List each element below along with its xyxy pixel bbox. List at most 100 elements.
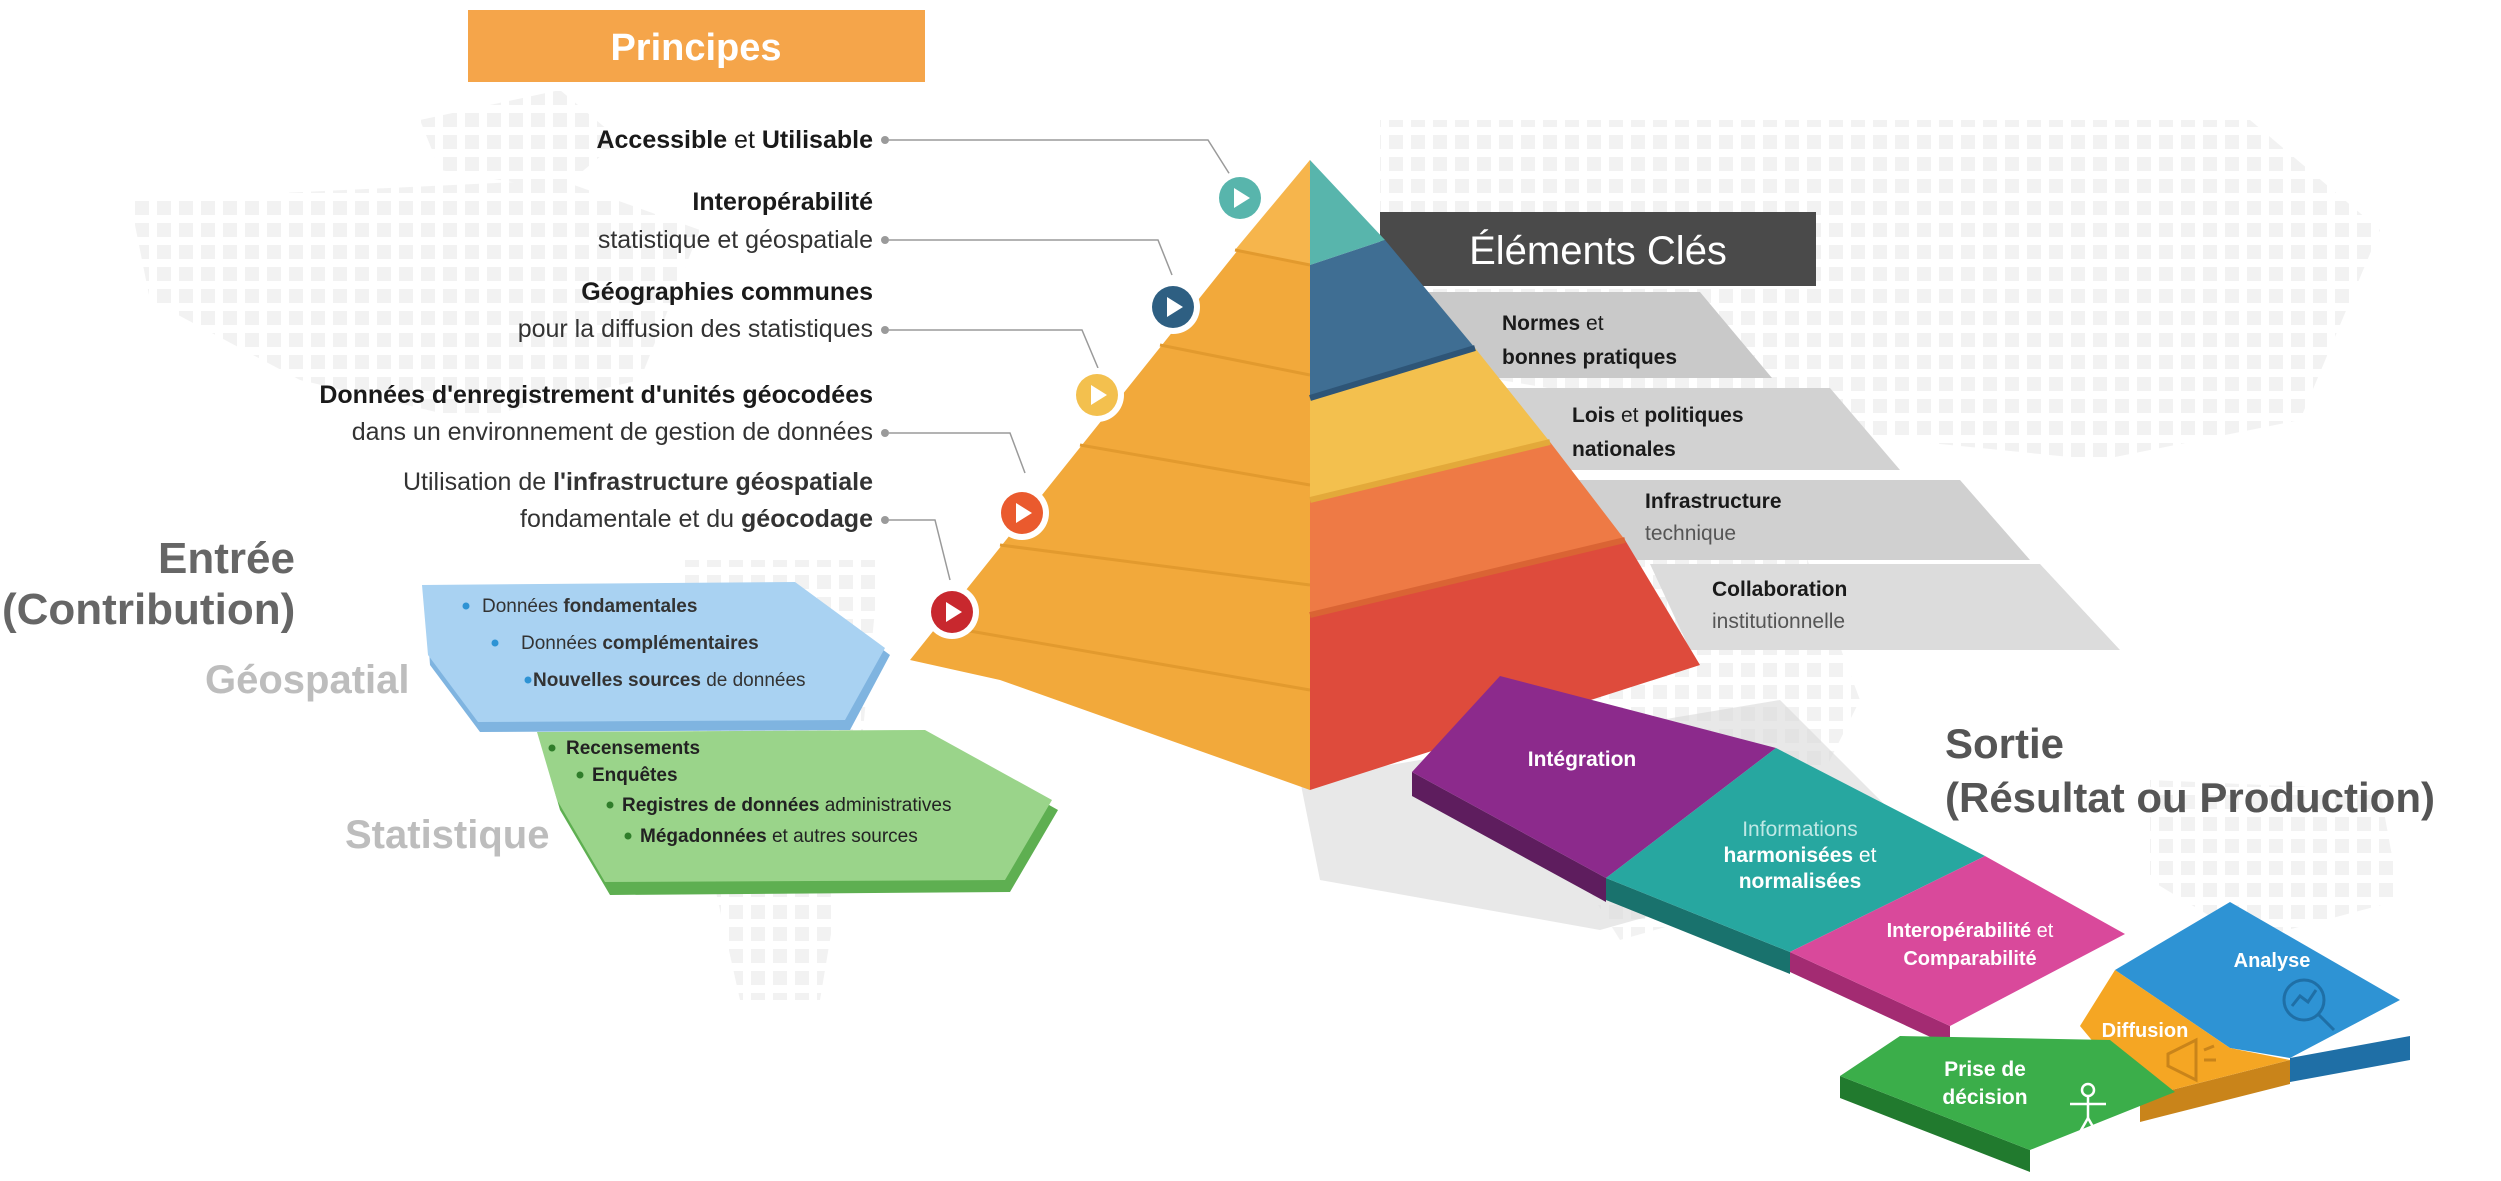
text-segment: Utilisation de bbox=[403, 468, 553, 496]
play-icon[interactable] bbox=[995, 486, 1049, 540]
key-element-2-line1: Lois et politiques bbox=[1572, 404, 1744, 427]
text-segment: de données bbox=[701, 670, 806, 691]
play-icon[interactable] bbox=[1213, 171, 1267, 225]
text-segment: et bbox=[1580, 312, 1604, 335]
text-segment: et bbox=[1853, 844, 1877, 867]
text-segment: pour la diffusion des statistiques bbox=[518, 315, 873, 343]
pyramid-left-edge bbox=[999, 543, 1311, 587]
key-element-4-line2: institutionnelle bbox=[1712, 610, 1845, 633]
output-title-line2: (Résultat ou Production) bbox=[1945, 774, 2435, 821]
text-segment: Informations bbox=[1742, 818, 1858, 841]
output-section: Sortie (Résultat ou Production) Intégrat… bbox=[1412, 676, 2435, 1172]
text-segment: et autres sources bbox=[767, 826, 918, 847]
magnifier-chart-icon bbox=[2282, 978, 2336, 1032]
step-analysis: Analyse bbox=[2115, 902, 2410, 1082]
text-segment: administratives bbox=[819, 795, 951, 816]
statistical-item-3: Registres de données administratives bbox=[622, 795, 951, 816]
pyramid-ledge bbox=[1309, 537, 1626, 618]
pyramid-left-edge bbox=[1159, 343, 1311, 377]
text-segment: et bbox=[2031, 920, 2054, 942]
text-segment: Comparabilité bbox=[1903, 948, 2036, 970]
geospatial-box: Données fondamentales Données complément… bbox=[422, 582, 890, 732]
geospatial-label: Géospatial bbox=[205, 658, 410, 702]
bullet-icon bbox=[576, 771, 584, 779]
text-segment: Données bbox=[482, 596, 563, 617]
interop-line1: Interopérabilité et bbox=[1887, 920, 2054, 942]
principle-2-line1: Interopérabilité bbox=[692, 188, 873, 216]
bullet-icon bbox=[548, 744, 556, 752]
text-segment: Normes bbox=[1502, 312, 1580, 335]
text-segment: harmonisées bbox=[1724, 844, 1854, 867]
text-segment: institutionnelle bbox=[1712, 610, 1845, 633]
text-segment: Recensements bbox=[566, 738, 700, 759]
text-segment: normalisées bbox=[1739, 870, 1862, 893]
bullet-icon bbox=[491, 639, 499, 647]
principle-4: Données d'enregistrement d'unités géocod… bbox=[319, 381, 1026, 474]
leader-dot bbox=[881, 326, 889, 334]
key-ribbon-3 bbox=[1530, 480, 2030, 560]
analysis-label: Analyse bbox=[2234, 950, 2311, 972]
pyramid-ledge bbox=[1309, 439, 1551, 503]
bullet-icon bbox=[624, 832, 632, 840]
text-segment: Mégadonnées bbox=[640, 826, 767, 847]
text-segment: Géographies communes bbox=[581, 278, 873, 306]
key-element-3-line2: technique bbox=[1645, 522, 1736, 545]
play-icon[interactable] bbox=[1146, 280, 1200, 334]
leader-line bbox=[889, 239, 1173, 276]
harmonized-line2: harmonisées et bbox=[1724, 844, 1877, 867]
key-element-3-line1: Infrastructure bbox=[1645, 490, 1782, 513]
text-segment: fondamentales bbox=[563, 596, 697, 617]
bullet-icon bbox=[462, 602, 470, 610]
principle-3-line2: pour la diffusion des statistiques bbox=[518, 315, 873, 343]
harmonized-line3: normalisées bbox=[1739, 870, 1862, 893]
text-segment: l'infrastructure géospatiale bbox=[553, 468, 873, 496]
leader-dot bbox=[881, 516, 889, 524]
pyramid-tier-red bbox=[1310, 540, 1700, 790]
diffusion-label: Diffusion bbox=[2102, 1020, 2189, 1042]
principles-header-text: Principes bbox=[610, 27, 781, 69]
pyramid-left-edge bbox=[1079, 443, 1311, 487]
statistical-box: Recensements Enquêtes Registres de donné… bbox=[537, 730, 1058, 895]
text-segment: technique bbox=[1645, 522, 1736, 545]
text-segment: Données bbox=[521, 633, 602, 654]
pyramid-tier-teal bbox=[1310, 160, 1385, 265]
text-segment: Nouvelles sources bbox=[533, 670, 701, 691]
text-segment: Infrastructure bbox=[1645, 490, 1782, 513]
play-icon[interactable] bbox=[1070, 368, 1124, 422]
text-segment: Données d'enregistrement d'unités géocod… bbox=[319, 381, 873, 409]
pyramid-tier-orange bbox=[1310, 442, 1625, 615]
decision-line2: décision bbox=[1942, 1086, 2027, 1109]
principle-5: Utilisation de l'infrastructure géospati… bbox=[403, 468, 951, 581]
text-segment: fondamentale et du bbox=[520, 505, 741, 533]
input-title-line2: (Contribution) bbox=[2, 585, 295, 634]
text-segment: Interopérabilité bbox=[692, 188, 873, 216]
text-segment: et bbox=[727, 126, 762, 154]
play-icon[interactable] bbox=[925, 585, 979, 639]
integration-label: Intégration bbox=[1528, 748, 1637, 771]
text-segment: nationales bbox=[1572, 438, 1676, 461]
text-segment: politiques bbox=[1644, 404, 1743, 427]
decision-line1: Prise de bbox=[1944, 1058, 2026, 1081]
text-segment: complémentaires bbox=[602, 633, 758, 654]
key-elements-header bbox=[1380, 212, 1816, 286]
geospatial-item-2: Données complémentaires bbox=[521, 633, 759, 654]
leader-line bbox=[889, 432, 1026, 474]
bullet-icon bbox=[524, 676, 532, 684]
leader-dot bbox=[881, 429, 889, 437]
pyramid-left-edge bbox=[934, 623, 1311, 692]
interop-line2: Comparabilité bbox=[1903, 948, 2036, 970]
key-ribbon-4 bbox=[1650, 564, 2120, 650]
text-segment: et bbox=[1615, 404, 1644, 427]
principle-4-line1: Données d'enregistrement d'unités géocod… bbox=[319, 381, 873, 409]
principle-3-line1: Géographies communes bbox=[581, 278, 873, 306]
leader-dot bbox=[881, 136, 889, 144]
text-segment: dans un environnement de gestion de donn… bbox=[352, 418, 873, 446]
principle-3: Géographies communes pour la diffusion d… bbox=[518, 278, 1099, 369]
geospatial-item-1: Données fondamentales bbox=[482, 596, 697, 617]
output-title-line1: Sortie bbox=[1945, 720, 2064, 767]
leader-dot bbox=[881, 236, 889, 244]
principles-header: Principes bbox=[468, 10, 925, 82]
step-integration: Intégration bbox=[1412, 676, 1776, 902]
pyramid-left-face bbox=[910, 160, 1310, 790]
